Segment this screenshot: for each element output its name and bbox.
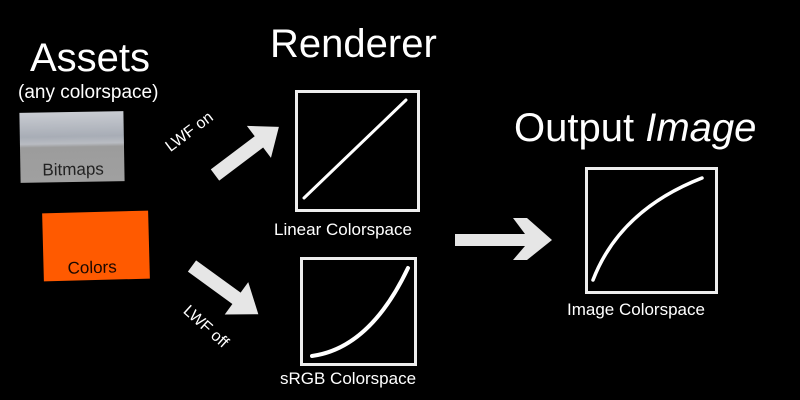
- output-title-italic: Image: [645, 106, 757, 150]
- srgb-curve-icon: [310, 266, 410, 358]
- assets-title: Assets: [30, 36, 151, 80]
- image-curve-icon: [591, 176, 704, 282]
- output-title: Output Image: [514, 106, 756, 151]
- linear-colorspace-panel: [295, 90, 420, 212]
- srgb-colorspace-caption: sRGB Colorspace: [280, 369, 417, 388]
- srgb-colorspace-panel: [300, 257, 417, 366]
- arrow-lwf-on-icon: [210, 125, 279, 181]
- linear-colorspace-caption: Linear Colorspace: [274, 220, 412, 239]
- linear-curve-icon: [302, 98, 408, 200]
- image-colorspace-caption: Image Colorspace: [567, 300, 705, 319]
- renderer-title: Renderer: [270, 22, 437, 66]
- image-colorspace-panel: [585, 167, 718, 294]
- arrow-lwf-off-icon: [187, 260, 259, 315]
- arrow-to-output-icon: [455, 218, 552, 260]
- output-title-regular: Output: [514, 106, 646, 150]
- assets-subtitle: (any colorspace): [18, 82, 159, 103]
